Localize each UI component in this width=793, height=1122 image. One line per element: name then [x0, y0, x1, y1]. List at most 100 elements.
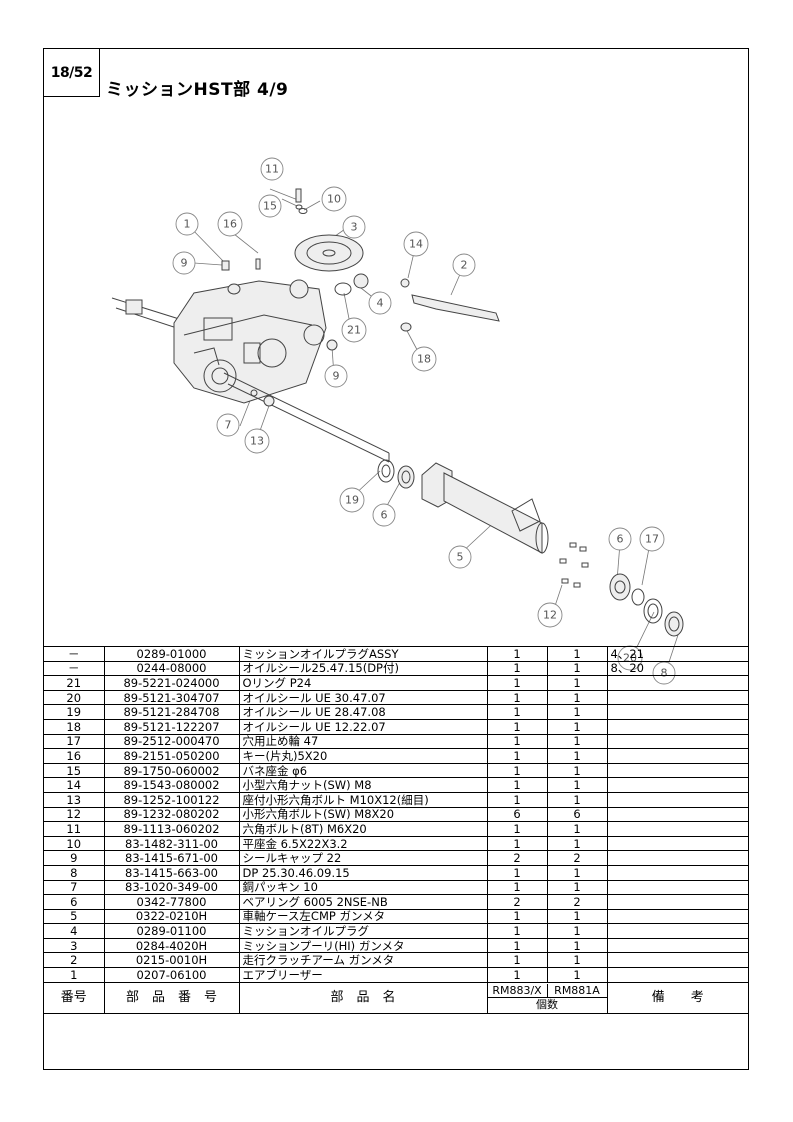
svg-text:17: 17: [645, 533, 659, 546]
cell-no: 9: [44, 850, 105, 866]
cell-code: 83-1020-349-00: [103, 879, 240, 896]
cell-name: 小形六角ボルト(SW) M8X20: [238, 806, 488, 823]
cell-q1: 1: [486, 864, 548, 881]
cell-q2: 1: [546, 821, 608, 837]
callout-9a: 9: [172, 251, 196, 275]
cell-name: ミッションオイルプラグASSY: [238, 646, 488, 662]
cell-q1: 6: [486, 806, 548, 823]
cell-note: [606, 952, 748, 969]
cell-code: 0289-01000: [103, 646, 240, 662]
cell-q1: 1: [486, 923, 548, 939]
cell-code: 83-1415-663-00: [103, 864, 240, 881]
cell-code: 0322-0210H: [103, 908, 240, 925]
callout-18: 18: [411, 346, 437, 372]
svg-text:13: 13: [250, 435, 264, 448]
cell-note: [606, 675, 748, 691]
cell-no: 6: [44, 894, 105, 910]
cell-code: 89-2512-000470: [103, 733, 240, 750]
cell-no: 4: [44, 923, 105, 939]
cell-note: [606, 879, 748, 896]
callout-14: 14: [403, 231, 429, 257]
callout-11: 11: [260, 157, 284, 181]
cell-no: 19: [44, 704, 105, 720]
page-title: ミッションHST部 4/9: [106, 80, 289, 100]
header-name: 部 品 名: [238, 981, 488, 1014]
cell-name: 六角ボルト(8T) M6X20: [238, 821, 488, 837]
cell-name: 走行クラッチアーム ガンメタ: [238, 952, 488, 969]
cell-code: 83-1482-311-00: [103, 835, 240, 852]
callout-3: 3: [342, 215, 366, 239]
cell-q1: 1: [486, 660, 548, 677]
svg-text:9: 9: [333, 370, 340, 383]
cell-note: [606, 689, 748, 706]
cell-name: キー(片丸)5X20: [238, 748, 488, 764]
svg-text:14: 14: [409, 238, 423, 251]
svg-text:2: 2: [461, 259, 468, 272]
cell-q2: 2: [546, 894, 608, 910]
cell-note: [606, 748, 748, 764]
cell-q1: 1: [486, 937, 548, 954]
callout-1: 1: [175, 212, 199, 236]
svg-text:15: 15: [263, 200, 277, 213]
header-no: 番号: [44, 981, 105, 1014]
svg-text:6: 6: [617, 533, 624, 546]
header-qty-label: 個数: [536, 998, 558, 1012]
cell-note: [606, 850, 748, 866]
callout-16: 16: [217, 211, 243, 237]
callout-21: 21: [341, 317, 367, 343]
cell-q1: 1: [486, 762, 548, 779]
svg-text:9: 9: [181, 257, 188, 270]
cell-q1: 2: [486, 850, 548, 866]
cell-q2: 1: [546, 704, 608, 720]
callout-13: 13: [244, 428, 270, 454]
cell-q2: 1: [546, 952, 608, 969]
cell-note: [606, 821, 748, 837]
cell-q2: 1: [546, 733, 608, 750]
cell-no: 20: [44, 689, 105, 706]
header-code: 部 品 番 号: [103, 981, 240, 1014]
axle-case: [421, 462, 549, 554]
cell-no: 14: [44, 777, 105, 793]
cell-q1: 2: [486, 894, 548, 910]
cell-note: 8、20: [606, 660, 748, 677]
cell-note: [606, 908, 748, 925]
cell-q1: 1: [486, 689, 548, 706]
svg-text:10: 10: [327, 193, 341, 206]
cell-q2: 1: [546, 923, 608, 939]
cell-name: 穴用止め輪 47: [238, 733, 488, 750]
cell-note: [606, 704, 748, 720]
cell-no: 7: [44, 879, 105, 896]
callout-15: 15: [258, 194, 282, 218]
cell-q2: 1: [546, 777, 608, 793]
svg-text:7: 7: [225, 419, 232, 432]
cell-name: バネ座金 φ6: [238, 762, 488, 779]
cell-note: 4、21: [606, 646, 748, 662]
cell-name: ベアリング 6005 2NSE-NB: [238, 894, 488, 910]
cell-note: [606, 777, 748, 793]
parts-sheet-frame: 18/52 ミッションHST部 4/9: [43, 48, 749, 1070]
cell-q2: 1: [546, 835, 608, 852]
cell-name: 銅パッキン 10: [238, 879, 488, 896]
cell-note: [606, 718, 748, 735]
callout-4: 4: [368, 291, 392, 315]
svg-text:11: 11: [265, 163, 279, 176]
cell-name: 小型六角ナット(SW) M8: [238, 777, 488, 793]
cell-q2: 1: [546, 879, 608, 896]
cell-note: [606, 806, 748, 823]
cell-q1: 1: [486, 908, 548, 925]
cell-name: ミッションオイルプラグ: [238, 923, 488, 939]
svg-text:19: 19: [345, 494, 359, 507]
